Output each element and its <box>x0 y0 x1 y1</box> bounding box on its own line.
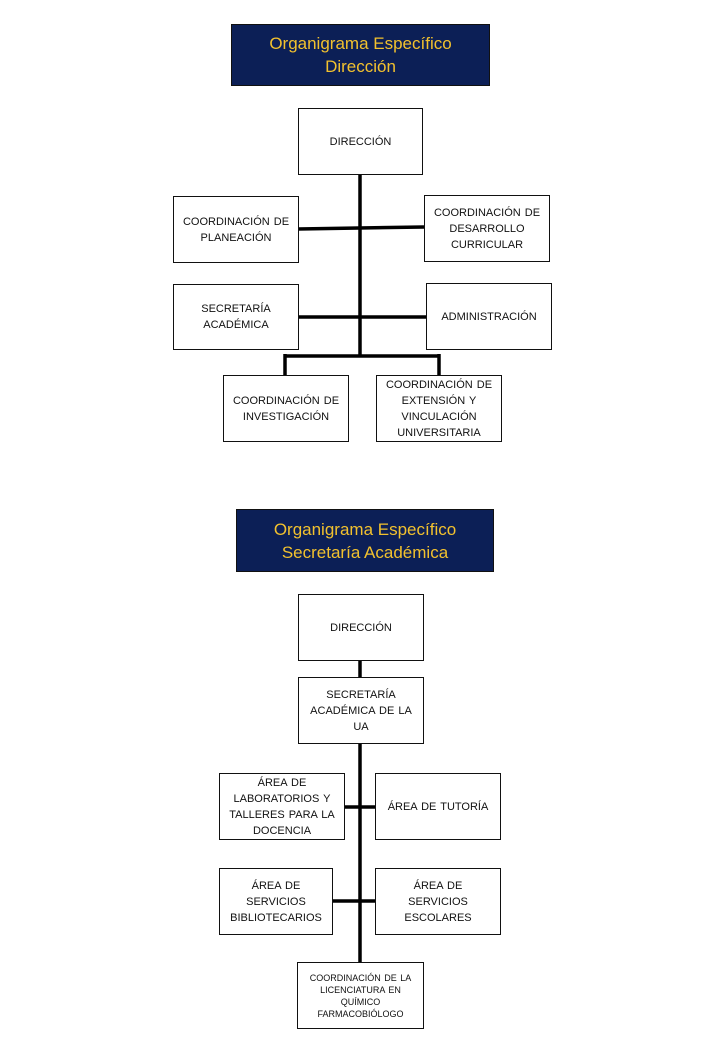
chart2-title: Organigrama Específico Secretaría Académ… <box>236 509 494 572</box>
node-secretaria-academica: SECRETARÍA ACADÉMICA <box>173 284 299 350</box>
node2-area-laboratorios: ÁREA DE LABORATORIOS Y TALLERES PARA LA … <box>219 773 345 840</box>
chart1-connectors <box>283 174 441 376</box>
node2-area-servicios-bibliotecarios-label: ÁREA DE SERVICIOS BIBLIOTECARIOS <box>230 879 322 924</box>
node2-area-servicios-escolares: ÁREA DE SERVICIOS ESCOLARES <box>375 868 501 935</box>
chart2-title-line1: Organigrama Específico <box>273 519 457 539</box>
chart1-title: Organigrama Específico Dirección <box>231 24 490 86</box>
node2-direccion: DIRECCIÓN <box>298 594 424 661</box>
node-secretaria-academica-label: SECRETARÍA ACADÉMICA <box>201 303 271 331</box>
node2-secretaria-academica-ua: SECRETARÍA ACADÉMICA DE LA UA <box>298 677 424 744</box>
node-coordinacion-investigacion: COORDINACIÓN DE INVESTIGACIÓN <box>223 375 349 442</box>
node2-area-servicios-bibliotecarios: ÁREA DE SERVICIOS BIBLIOTECARIOS <box>219 868 333 935</box>
node-coordinacion-planeacion: COORDINACIÓN DE PLANEACIÓN <box>173 196 299 263</box>
node-coordinacion-desarrollo-curricular-label: COORDINACIÓN DE DESARROLLO CURRICULAR <box>433 206 541 251</box>
node-coordinacion-planeacion-label: COORDINACIÓN DE PLANEACIÓN <box>182 215 290 244</box>
chart2-title-line2: Secretaría Académica <box>281 542 449 562</box>
node-direccion: DIRECCIÓN <box>298 108 423 175</box>
node-administracion-label: ADMINISTRACIÓN <box>441 310 537 323</box>
node2-coordinacion-licenciatura-label: COORDINACIÓN DE LA LICENCIATURA EN QUÍMI… <box>309 972 412 1019</box>
node-administracion: ADMINISTRACIÓN <box>426 283 552 350</box>
node-coordinacion-extension-label: COORDINACIÓN DE EXTENSIÓN Y VINCULACIÓN … <box>385 378 493 439</box>
node-coordinacion-extension: COORDINACIÓN DE EXTENSIÓN Y VINCULACIÓN … <box>376 375 502 442</box>
node2-coordinacion-licenciatura: COORDINACIÓN DE LA LICENCIATURA EN QUÍMI… <box>297 962 424 1029</box>
chart1-row1-line <box>297 225 425 231</box>
node2-area-tutoria-label: ÁREA DE TUTORÍA <box>387 800 489 813</box>
node2-area-tutoria: ÁREA DE TUTORÍA <box>375 773 501 840</box>
node-direccion-label: DIRECCIÓN <box>329 135 392 148</box>
node2-secretaria-academica-ua-label: SECRETARÍA ACADÉMICA DE LA UA <box>310 688 412 733</box>
chart1-title-line1: Organigrama Específico <box>269 34 452 53</box>
node-coordinacion-investigacion-label: COORDINACIÓN DE INVESTIGACIÓN <box>232 394 340 423</box>
chart2-connectors <box>332 660 375 963</box>
chart1-title-line2: Dirección <box>325 57 396 76</box>
node2-area-laboratorios-label: ÁREA DE LABORATORIOS Y TALLERES PARA LA … <box>229 776 335 837</box>
node-coordinacion-desarrollo-curricular: COORDINACIÓN DE DESARROLLO CURRICULAR <box>424 195 550 262</box>
node2-area-servicios-escolares-label: ÁREA DE SERVICIOS ESCOLARES <box>404 879 472 924</box>
node2-direccion-label: DIRECCIÓN <box>330 621 392 634</box>
